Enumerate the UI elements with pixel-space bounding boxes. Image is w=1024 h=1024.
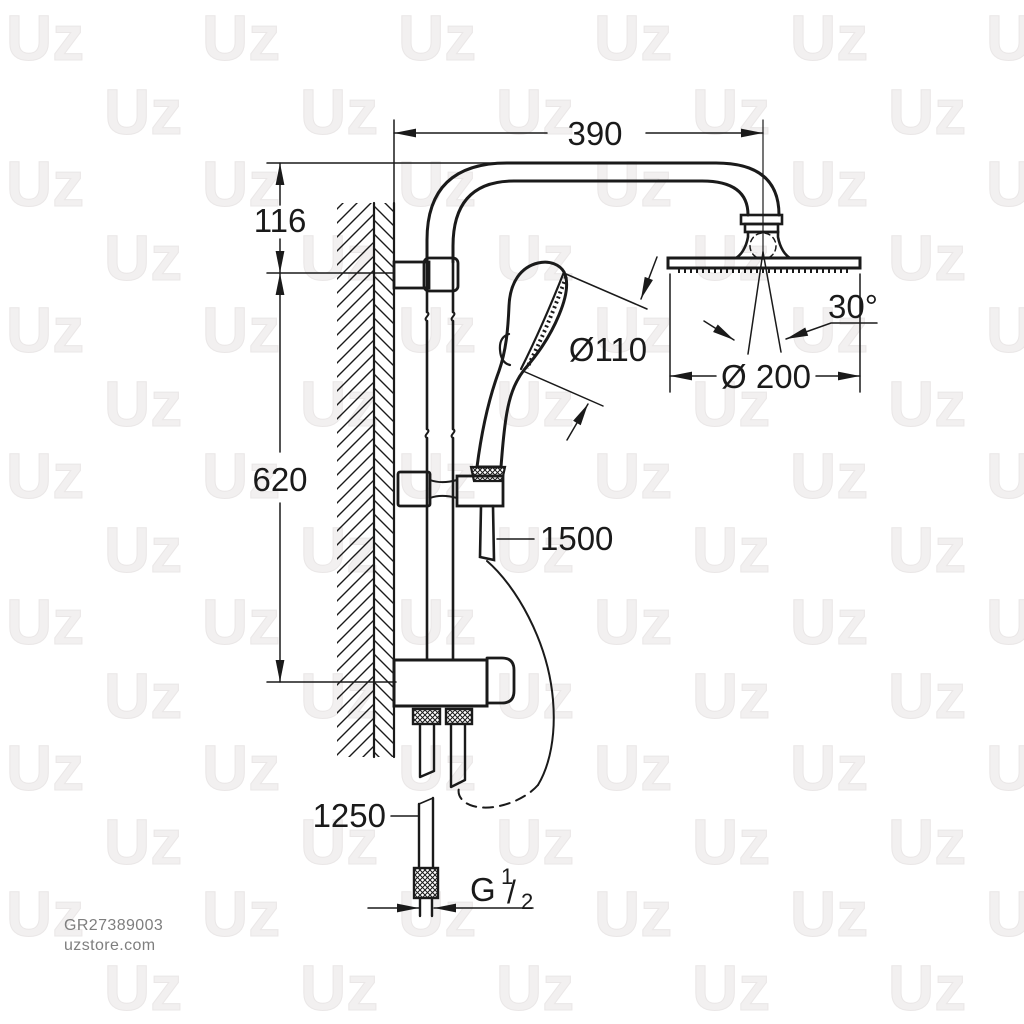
supply-stub-left (418, 722, 436, 779)
spray-angle-line-right (762, 251, 782, 353)
rail-length-label: 620 (252, 461, 307, 498)
hand-shower-button (498, 332, 512, 367)
shower-rail (424, 260, 456, 662)
rail-break-symbol (424, 311, 456, 322)
website: uzstore.com (64, 937, 156, 954)
spray-angle-label: 30° (828, 288, 878, 325)
wall-hatch-outer (337, 203, 374, 757)
thread-end-pipe (418, 896, 434, 918)
dimension-arrow-upper (640, 256, 658, 300)
drawing-ink (266, 119, 878, 918)
extension-line (565, 273, 648, 310)
shower-hose-length-label: 1500 (540, 520, 613, 557)
slider-clamp (396, 470, 432, 508)
thread-label: G 1 / 2 (470, 864, 533, 914)
connection-nut-left (411, 707, 442, 726)
arm-reach-label: 390 (567, 115, 622, 152)
spray-angle-leader-right (785, 322, 878, 340)
slider-holder (396, 470, 505, 562)
hand-shower-spray-dots (525, 276, 568, 369)
mixer-body (392, 656, 516, 789)
wall-hatch-inner (374, 203, 394, 757)
hand-shower-face-line (519, 270, 566, 371)
wall-bracket (392, 256, 460, 293)
hose-outlet-stub (449, 722, 467, 789)
spray-angle-line-left (747, 251, 764, 355)
supply-hose-length-label: 1250 (313, 797, 386, 834)
supply-hose (412, 796, 440, 918)
thread-numerator: 1 (501, 864, 513, 889)
slider-neck (429, 479, 458, 499)
hose-curve-solid (486, 560, 555, 786)
rail-length-dimension (266, 272, 397, 683)
bracket-base (392, 260, 431, 290)
rail-break-symbol (424, 428, 456, 439)
hand-shower (469, 260, 569, 483)
bracket-ring (422, 256, 460, 293)
thread-denominator: 2 (521, 889, 533, 914)
supply-hose-nut (412, 866, 440, 900)
connection-nut-right (444, 707, 474, 726)
thread-slash: / (507, 874, 516, 910)
arm-reach-dimension (393, 119, 764, 204)
extension-line (522, 370, 604, 407)
head-shower-diameter-label: Ø 200 (721, 358, 811, 395)
mixer-end-cap (485, 656, 516, 705)
hose-curve-dashed (457, 784, 539, 809)
shower-hose (457, 560, 555, 809)
hand-shower-diameter-label: Ø110 (569, 331, 647, 368)
wall-section (337, 201, 396, 759)
supply-hose-body (417, 796, 435, 870)
wall-offset-label: 116 (254, 202, 307, 239)
spray-angle-leader-left (703, 320, 735, 341)
hand-shower-diameter-dimension (522, 256, 658, 441)
arm-outer-edge (425, 161, 781, 264)
hand-shower-handle-knurl (469, 465, 507, 483)
product-code: GR27389003 (64, 917, 163, 934)
thread-letter: G (470, 871, 496, 908)
hose-break-cut (418, 797, 434, 805)
shower-arm (425, 161, 781, 264)
arm-inner-edge (451, 179, 750, 264)
wall-offset-dimension (266, 162, 506, 274)
head-diameter-dimension (669, 273, 861, 393)
spray-angle-dimension (703, 251, 878, 355)
dimension-arrow-lower (566, 403, 589, 441)
mixer-block (392, 658, 489, 708)
hose-connector-stub (478, 504, 496, 562)
